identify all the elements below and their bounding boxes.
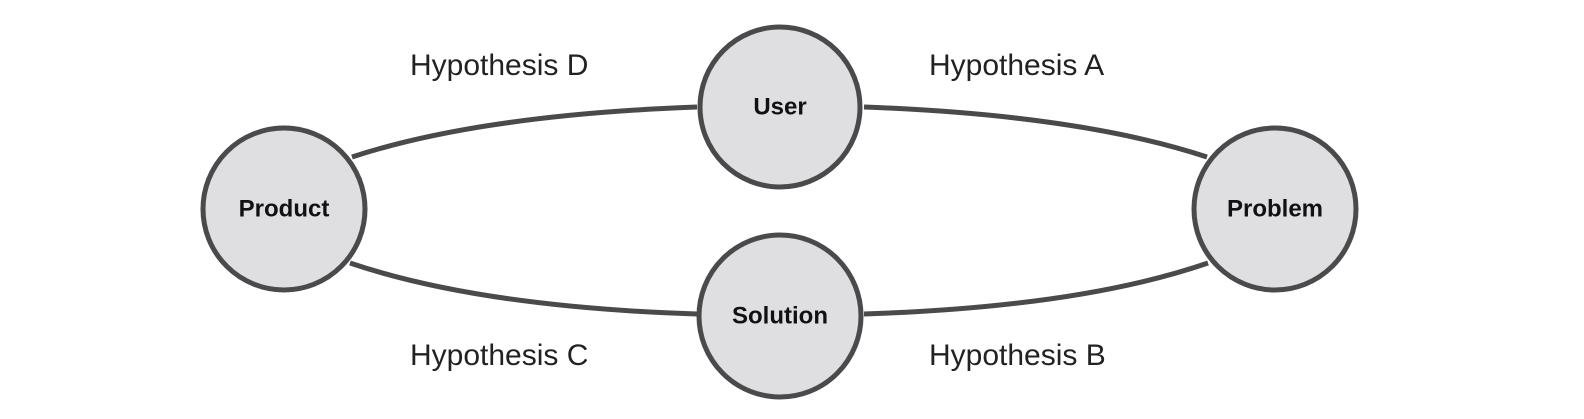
node-problem: Problem (1191, 125, 1359, 293)
edge-label-hypothesis-b: Hypothesis B (929, 339, 1106, 372)
node-label-solution: Solution (732, 303, 828, 330)
node-label-problem: Problem (1227, 196, 1323, 223)
node-user: User (697, 24, 863, 190)
node-label-user: User (753, 94, 806, 121)
edge-product-user (351, 104, 698, 160)
edge-product-solution (349, 260, 698, 317)
node-label-product: Product (239, 196, 330, 223)
edge-solution-problem (863, 260, 1209, 317)
edge-label-hypothesis-a: Hypothesis A (929, 49, 1104, 82)
edge-label-hypothesis-c: Hypothesis C (410, 339, 588, 372)
edge-label-hypothesis-d: Hypothesis D (410, 49, 588, 82)
edge-user-problem (863, 104, 1208, 160)
node-product: Product (200, 125, 368, 293)
node-solution: Solution (696, 232, 864, 400)
